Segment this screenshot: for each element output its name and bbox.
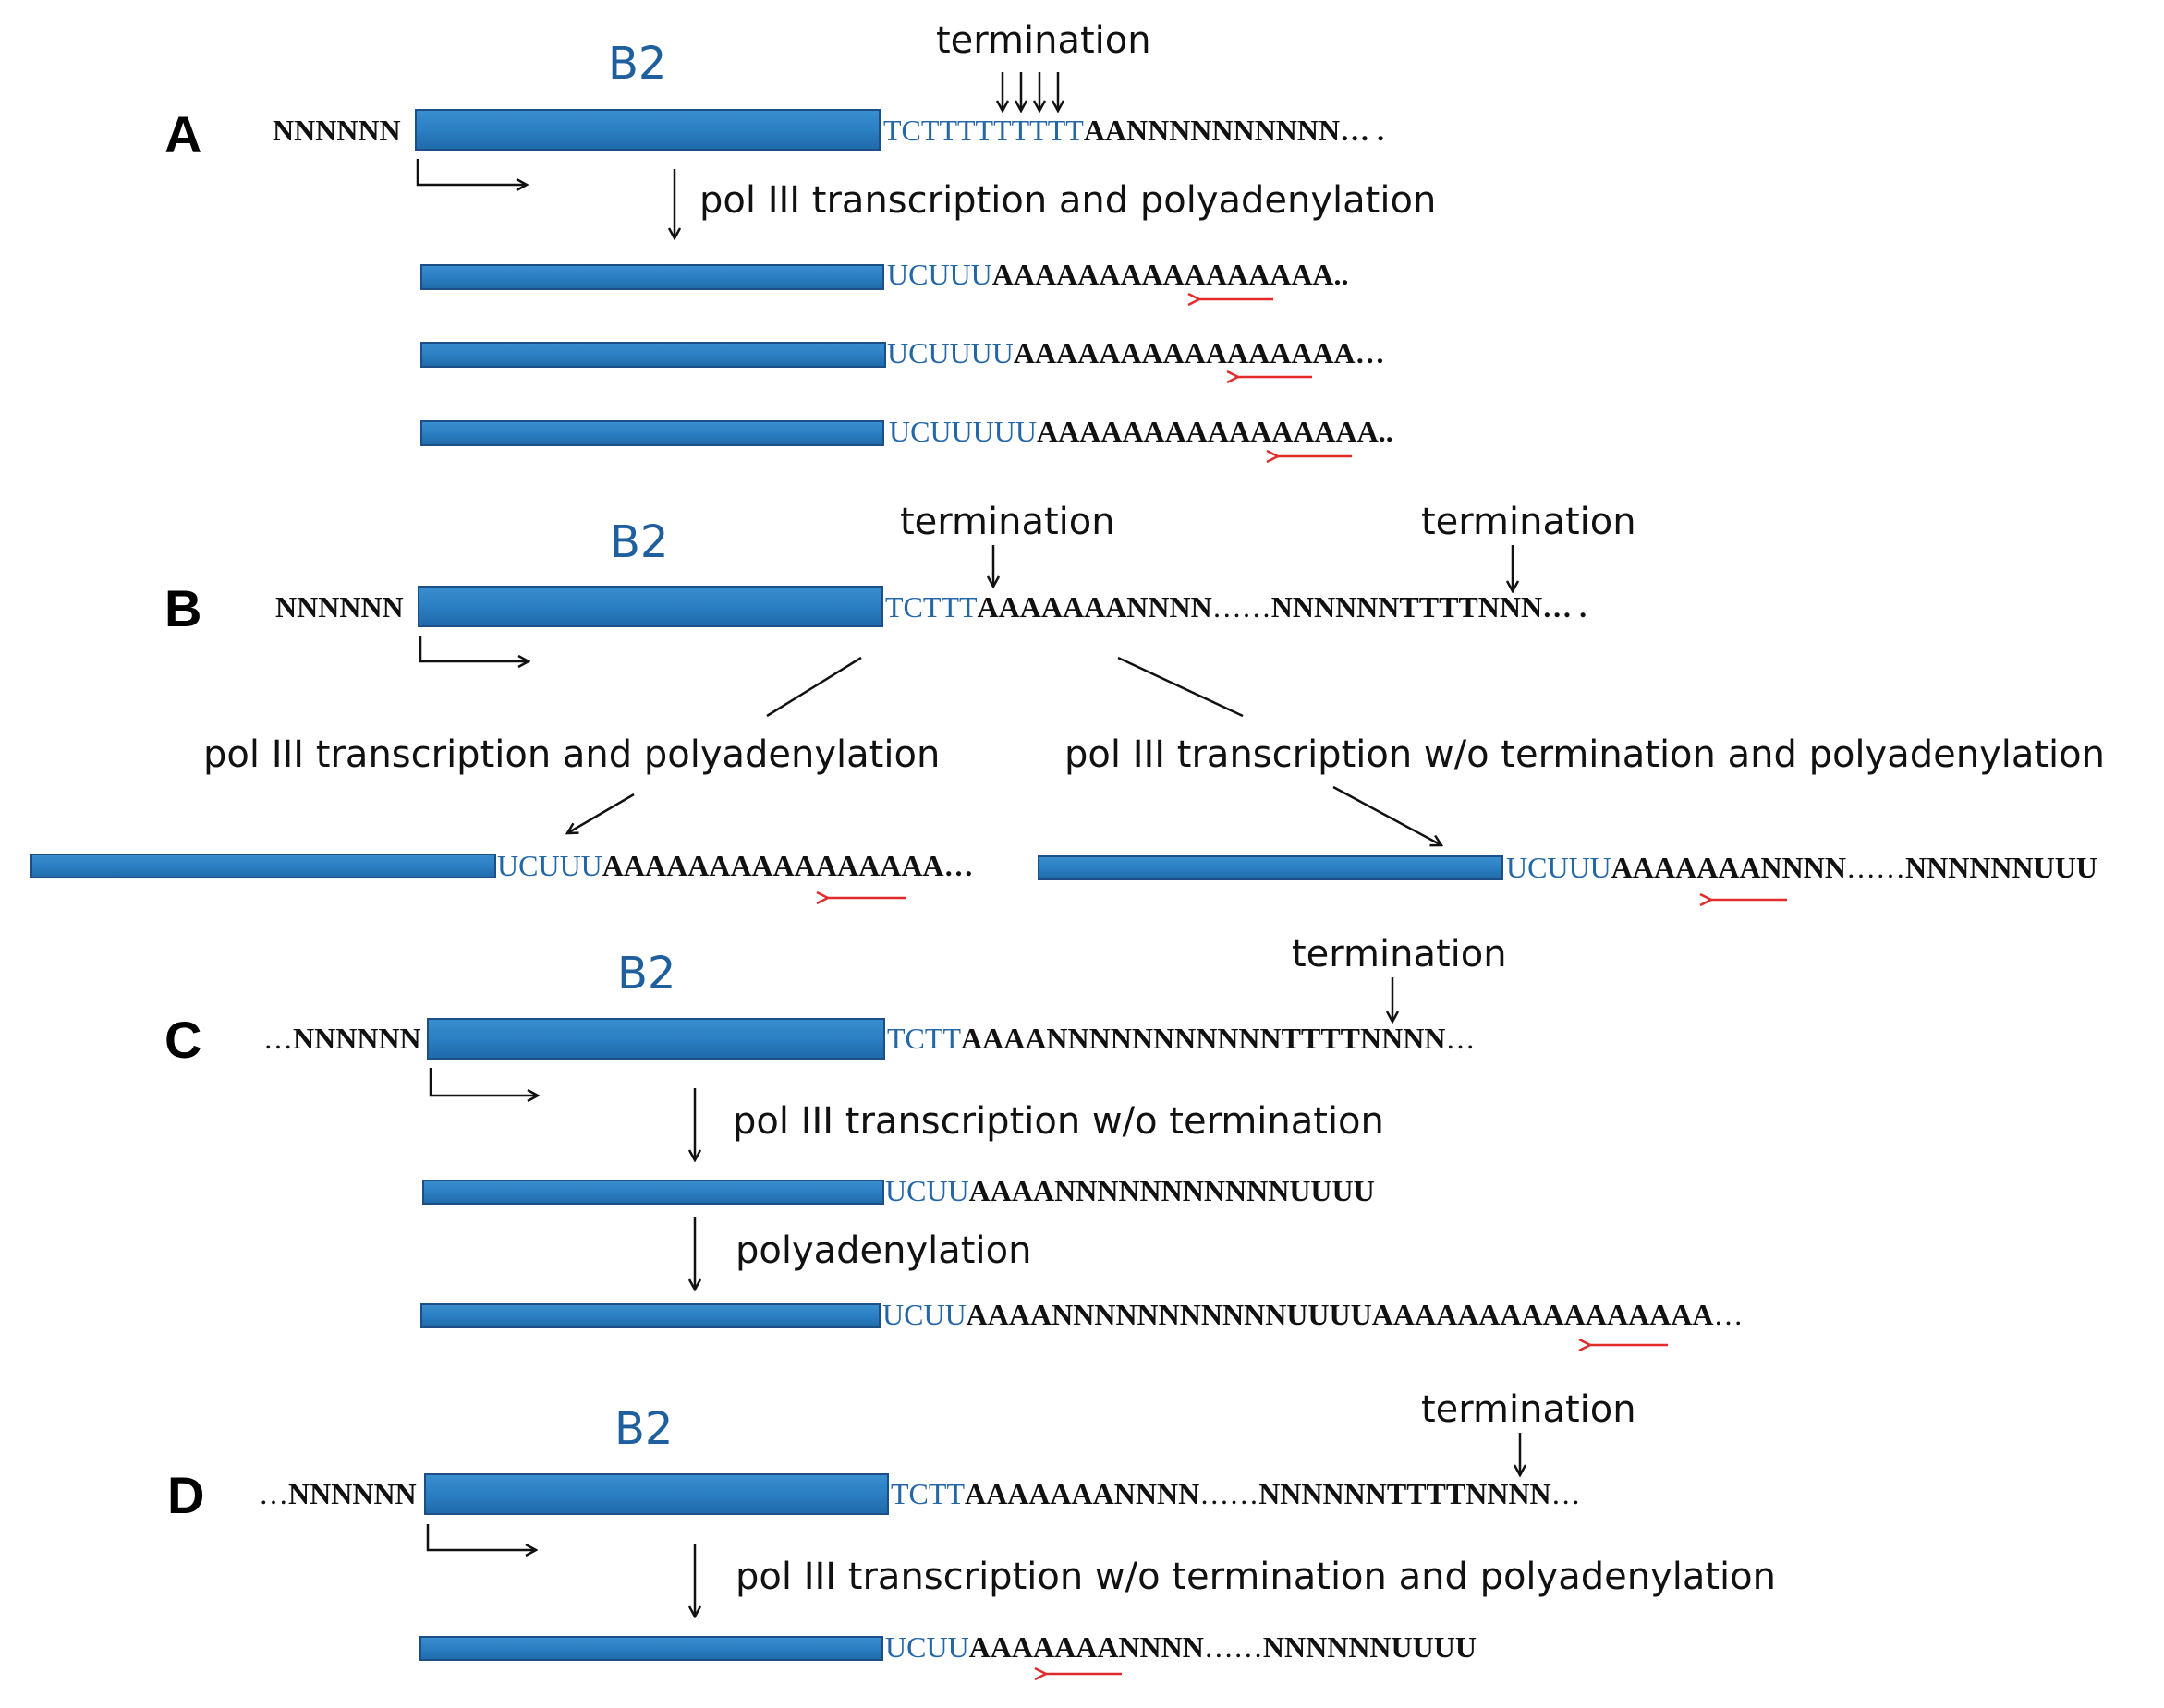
transcript-a3: UCUUUUUAAAAAAAAAAAAAAAA..: [889, 415, 1393, 448]
transcript-bar: [420, 342, 886, 368]
branch-arrow-left: [567, 793, 635, 833]
transcript-c1: UCUUAAAANNNNNNNNNNNUUUU: [885, 1174, 1375, 1207]
tss-arrow: [419, 636, 529, 661]
transcript-bar: [420, 264, 884, 290]
transcript-bar: [420, 1303, 881, 1328]
panel-letter-c: C: [164, 1011, 201, 1069]
panel-d: D B2 termination …NNNNNN TCTTAAAAAAANNNN…: [167, 1388, 1776, 1674]
b2-element-bar: [418, 586, 883, 627]
b2-element-bar: [424, 1473, 889, 1515]
tss-arrow: [426, 1524, 536, 1550]
termination-label: termination: [936, 19, 1151, 62]
branch-line-right: [1117, 656, 1244, 718]
genomic-sequence-a: NNNNNN: [273, 114, 401, 147]
genomic-downstream-b: TCTTTAAAAAAANNNN……NNNNNNTTTTNNN… .: [885, 590, 1587, 624]
branch-line-left: [766, 656, 862, 718]
genomic-sequence-b: NNNNNN: [275, 590, 404, 624]
panel-a: A B2 termination NNNNNN TCTTTTTTTTTAANNN…: [164, 19, 1436, 456]
step-label-d: pol III transcription w/o termination an…: [736, 1556, 1776, 1598]
termination-label: termination: [900, 501, 1115, 543]
transcript-d: UCUUAAAAAAANNNN……NNNNNNUUUU: [885, 1630, 1477, 1664]
branch-arrow-right: [1332, 785, 1441, 845]
transcript-bar: [422, 1180, 884, 1205]
transcript-a1: UCUUUAAAAAAAAAAAAAAAA..: [887, 258, 1349, 291]
b2-element-label: B2: [608, 38, 666, 90]
termination-label-far: termination: [1421, 501, 1636, 543]
b2-element-bar: [427, 1018, 885, 1060]
tss-arrow: [416, 159, 527, 185]
panel-letter-d: D: [167, 1466, 204, 1524]
transcript-bar: [30, 854, 496, 878]
panel-b: B B2 termination termination NNNNNN TCTT…: [30, 501, 2105, 900]
termination-label: termination: [1421, 1388, 1636, 1431]
transcript-c2: UCUUAAAANNNNNNNNNNNUUUUAAAAAAAAAAAAAAAA…: [882, 1298, 1744, 1331]
transcript-a2: UCUUUUAAAAAAAAAAAAAAAA…: [887, 336, 1385, 369]
step-label-b-right: pol III transcription w/o termination an…: [1064, 733, 2105, 776]
transcript-b-right: UCUUUAAAAAAANNNN……NNNNNNUUU: [1506, 851, 2097, 884]
panel-letter-a: A: [164, 105, 201, 164]
step-label-a: pol III transcription and polyadenylatio…: [699, 179, 1436, 222]
transcript-b-left: UCUUUAAAAAAAAAAAAAAAA…: [497, 849, 974, 882]
transcript-bar: [419, 1636, 883, 1661]
panel-c: C B2 termination …NNNNNN TCTTAAAANNNNNNN…: [164, 933, 1744, 1345]
termination-arrows: [1003, 72, 1058, 111]
b2-element-label: B2: [614, 1403, 673, 1455]
genomic-downstream-c: TCTTAAAANNNNNNNNNNNTTTTNNNN…: [887, 1022, 1475, 1055]
termination-label: termination: [1292, 933, 1507, 975]
panel-letter-b: B: [164, 579, 201, 637]
genomic-downstream-d: TCTTAAAAAAANNNN……NNNNNNTTTTNNNN…: [891, 1477, 1581, 1510]
tss-arrow: [429, 1068, 538, 1096]
genomic-sequence-c: …NNNNNN: [263, 1022, 421, 1055]
b2-element-label: B2: [610, 516, 668, 568]
b2-element-label: B2: [617, 948, 675, 999]
step-label-b-left: pol III transcription and polyadenylatio…: [203, 733, 940, 776]
b2-element-bar: [415, 109, 881, 151]
genomic-sequence-d: …NNNNNN: [259, 1477, 417, 1510]
step-label-c1: pol III transcription w/o termination: [733, 1100, 1384, 1143]
transcript-bar: [1038, 855, 1503, 880]
step-label-c2: polyadenylation: [736, 1230, 1031, 1272]
genomic-downstream-a: TCTTTTTTTTTAANNNNNNNNNN… .: [883, 114, 1384, 147]
transcript-bar: [420, 420, 884, 446]
